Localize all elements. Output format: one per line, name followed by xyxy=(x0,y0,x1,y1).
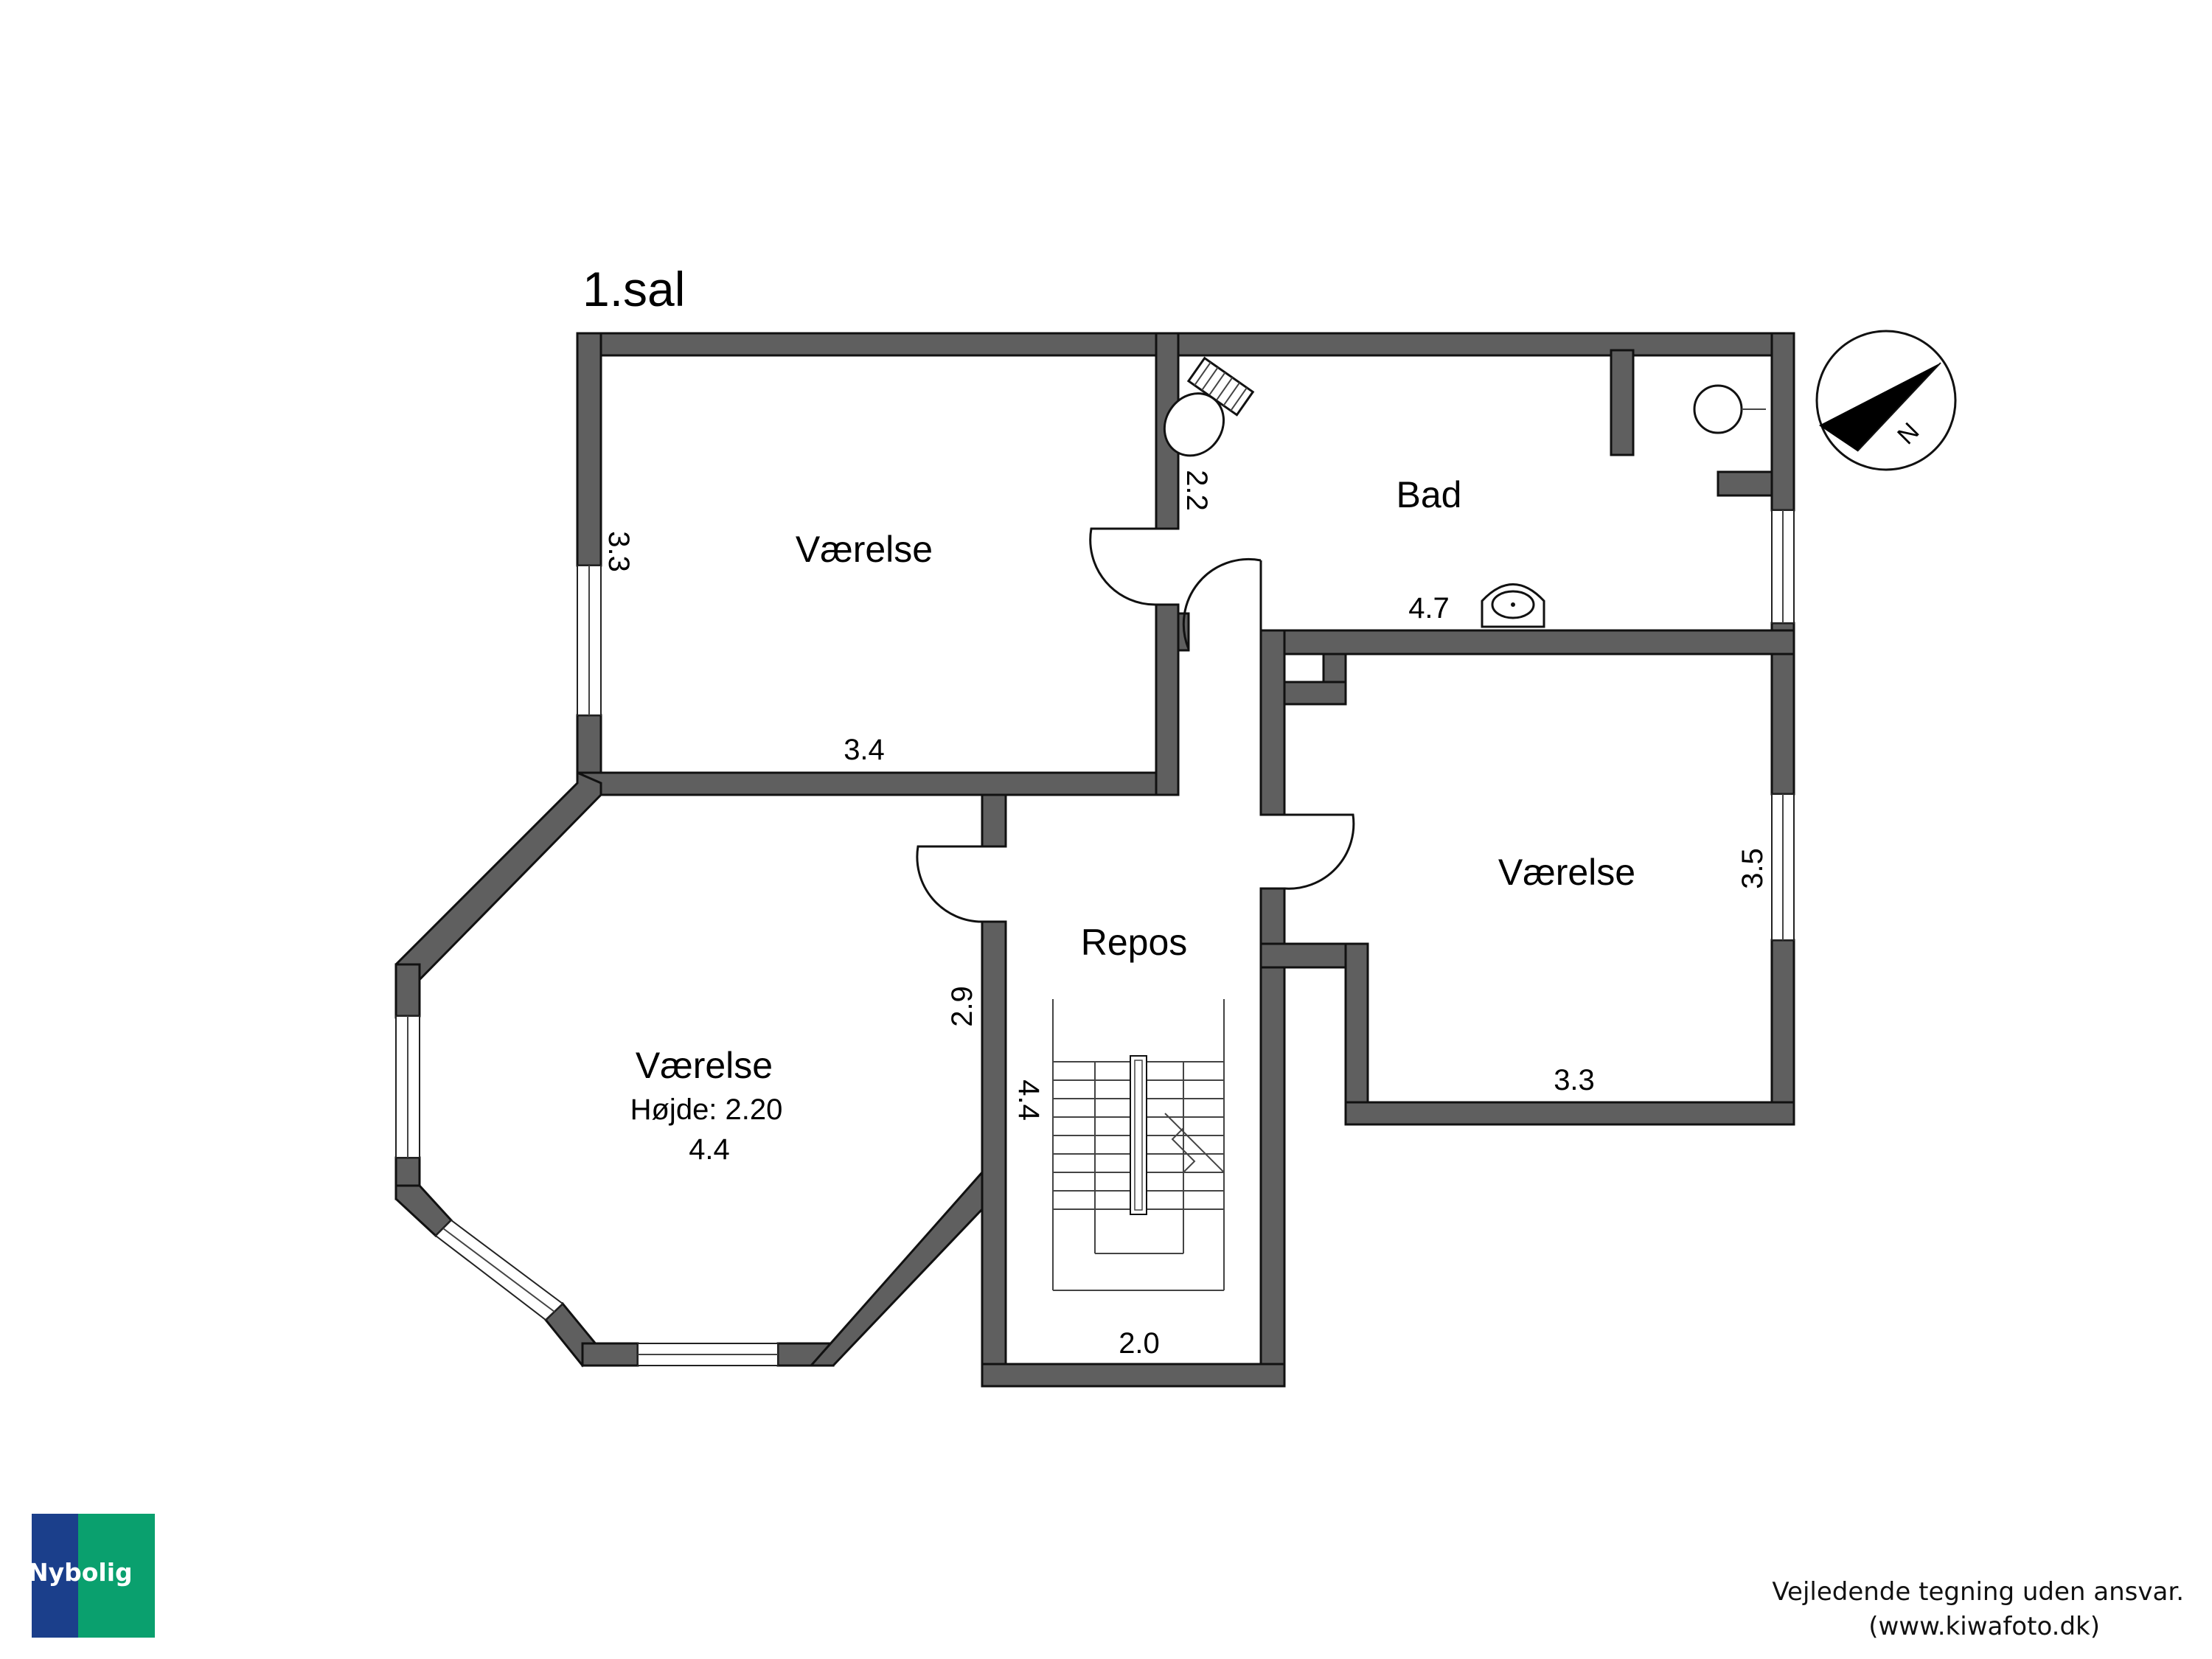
windows xyxy=(395,509,1795,1366)
door-bedroom-e xyxy=(1284,813,1355,890)
sink-icon xyxy=(1481,583,1545,628)
dim-width-bedroom-sw: 4.4 xyxy=(689,1133,730,1166)
stairs xyxy=(1052,999,1225,1291)
floor-title: 1.sal xyxy=(582,262,685,316)
door-bath xyxy=(1182,557,1262,650)
room-name-bath: Bad xyxy=(1397,474,1462,515)
room-name-landing: Repos xyxy=(1081,922,1188,963)
bath-fixtures xyxy=(1163,356,1766,628)
room-name-bedroom-nw: Værelse xyxy=(796,529,933,570)
dim-depth-bedroom-e: 3.5 xyxy=(1736,848,1769,889)
dim-depth-landing: 4.4 xyxy=(1012,1079,1045,1121)
dim-width-landing: 2.0 xyxy=(1119,1327,1160,1360)
doors xyxy=(916,527,1355,923)
door-nw-room xyxy=(1089,527,1157,606)
room-labels: Værelse 3.4 3.3 Bad 4.7 2.2 Værelse 3.3 … xyxy=(602,470,1769,1360)
dim-depth-bedroom-nw: 3.3 xyxy=(602,531,635,572)
toilet-icon xyxy=(1163,356,1255,457)
dim-width-bedroom-e: 3.3 xyxy=(1554,1064,1595,1096)
compass-needle-icon xyxy=(1819,363,1941,451)
nybolig-logo: Nybolig xyxy=(28,1514,155,1638)
dim-width-bedroom-nw: 3.4 xyxy=(844,734,885,766)
disclaimer-line-1: Vejledende tegning uden ansvar. xyxy=(1772,1577,2184,1607)
disclaimer-line-2: (www.kiwafoto.dk) xyxy=(1868,1612,2100,1641)
dim-width-bath: 4.7 xyxy=(1408,592,1450,625)
compass: N xyxy=(1815,330,1957,471)
dim-depth-bedroom-sw: 2.9 xyxy=(946,986,978,1027)
height-note-bedroom-sw: Højde: 2.20 xyxy=(630,1093,783,1126)
walls xyxy=(394,332,1795,1388)
dim-depth-bath: 2.2 xyxy=(1180,470,1213,511)
door-sw-room xyxy=(916,845,983,923)
shower-drain-icon xyxy=(1693,384,1766,434)
room-name-bedroom-e: Værelse xyxy=(1498,852,1635,893)
room-name-bedroom-sw: Værelse xyxy=(636,1045,773,1086)
logo-text: Nybolig xyxy=(28,1558,133,1587)
